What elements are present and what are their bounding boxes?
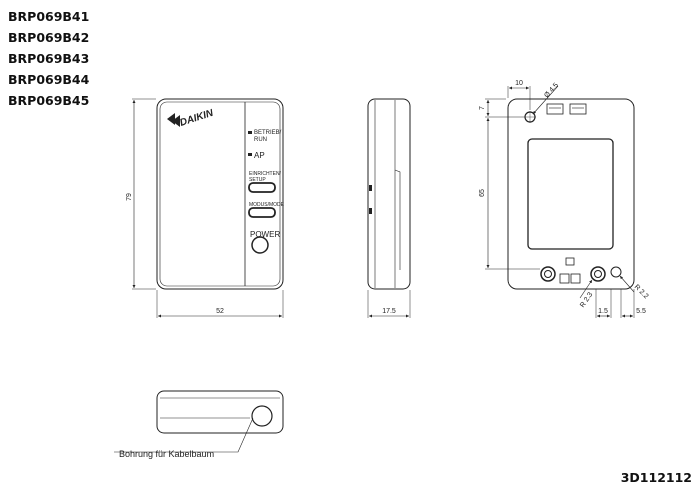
screw-hole-icon bbox=[590, 266, 606, 282]
side-depth-label: 17.5 bbox=[382, 308, 396, 315]
front-outline bbox=[156, 98, 284, 290]
mode-button bbox=[248, 207, 276, 218]
ap-led-label: AP bbox=[254, 151, 265, 160]
back-label-area bbox=[527, 138, 614, 250]
model-number: BRP069B42 bbox=[8, 30, 90, 45]
model-number: BRP069B41 bbox=[8, 9, 90, 24]
setup-button-label: EINRICHTEN/ bbox=[249, 171, 282, 177]
cable-hole-leader bbox=[114, 417, 254, 453]
run-led-icon bbox=[248, 131, 252, 134]
document-number: 3D112112 bbox=[620, 470, 692, 485]
run-led-label: BETRIEB/ bbox=[254, 130, 282, 136]
screw-hole-icon bbox=[540, 266, 556, 282]
bottom-view bbox=[114, 390, 284, 453]
top-offset-label: 7 bbox=[479, 106, 486, 110]
run-led-label-en: RUN bbox=[254, 137, 267, 143]
radius-label-1: R 2.3 bbox=[579, 291, 594, 309]
setup-button-label-en: SETUP bbox=[249, 177, 266, 183]
connector-icon bbox=[559, 273, 570, 284]
gap-label-1: 1.5 bbox=[598, 308, 608, 315]
power-button bbox=[251, 236, 269, 254]
front-inner-outline bbox=[159, 101, 281, 287]
bottom-outline bbox=[156, 390, 284, 434]
power-button-label: POWER bbox=[250, 230, 280, 239]
back-outline bbox=[507, 98, 635, 290]
side-button-icon bbox=[369, 185, 372, 191]
cable-hole-label: Bohrung für Kabelbaum bbox=[119, 449, 214, 459]
side-view bbox=[367, 98, 411, 318]
top-slot bbox=[569, 103, 587, 115]
gap-label-2: 5.5 bbox=[636, 308, 646, 315]
radius-leader-1 bbox=[579, 279, 593, 299]
hole-diameter-leader bbox=[532, 85, 559, 115]
top-slot bbox=[546, 103, 564, 115]
radius-leader-2 bbox=[619, 275, 635, 293]
connector-icon bbox=[565, 257, 575, 266]
mode-button-label: MODUS/MODE bbox=[249, 202, 285, 208]
ap-led-icon bbox=[248, 153, 252, 156]
daikin-logo-icon bbox=[167, 113, 180, 127]
model-list: BRP069B41 BRP069B42 BRP069B43 BRP069B44 … bbox=[8, 6, 89, 111]
front-width-label: 52 bbox=[216, 308, 224, 315]
model-number: BRP069B43 bbox=[8, 51, 90, 66]
back-height-label: 65 bbox=[479, 189, 486, 197]
radius-label-2: R 2.2 bbox=[633, 284, 650, 301]
front-view: DAIKIN BETRIEB/ RUN AP EINRICHTEN/ SETUP… bbox=[132, 98, 285, 318]
front-height-label: 79 bbox=[126, 193, 133, 201]
model-number: BRP069B45 bbox=[8, 93, 90, 108]
side-outline bbox=[367, 98, 411, 290]
hole-diameter-label: Ø 4.5 bbox=[543, 82, 560, 99]
brand-logo-text: DAIKIN bbox=[179, 108, 216, 129]
setup-button bbox=[248, 182, 276, 193]
connector-icon bbox=[570, 273, 581, 284]
model-number: BRP069B44 bbox=[8, 72, 90, 87]
side-button-icon bbox=[369, 208, 372, 214]
cable-hole-icon bbox=[251, 405, 273, 427]
back-view bbox=[485, 85, 635, 318]
cable-hole-icon bbox=[610, 266, 622, 278]
hole-offset-label: 10 bbox=[515, 80, 523, 87]
